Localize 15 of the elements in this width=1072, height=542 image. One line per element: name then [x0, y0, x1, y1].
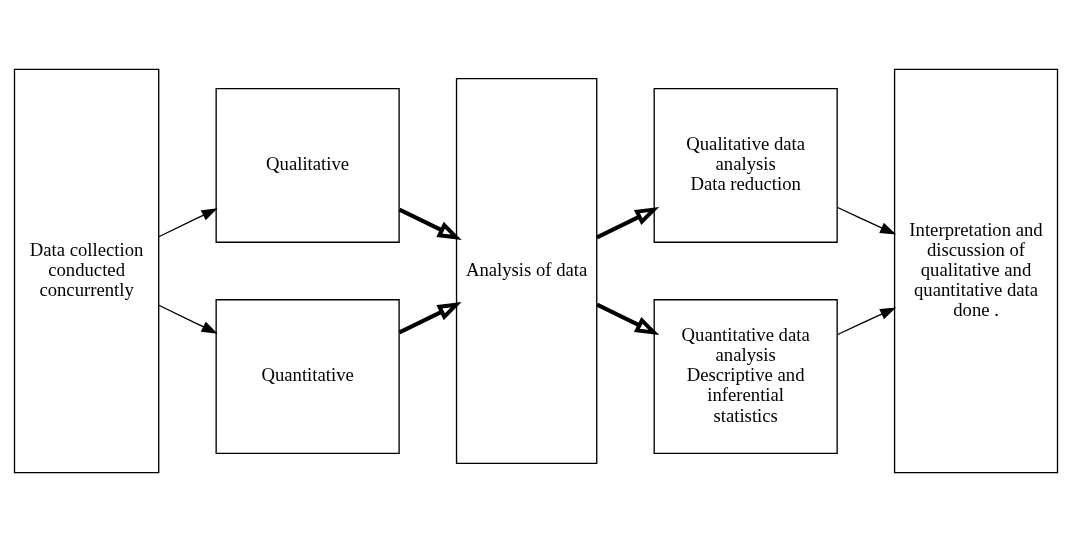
- node-box: Quantitative: [215, 299, 400, 454]
- arrow: [596, 302, 660, 336]
- node-box: Qualitative: [215, 88, 400, 243]
- arrow: [837, 206, 897, 235]
- node-box: Interpretation and discussion of qualitative and quantitative data done .: [893, 68, 1059, 474]
- node-box: Analysis of data: [455, 78, 598, 464]
- arrow: [596, 206, 660, 240]
- node-box: Qualitative data analysis Data reduction: [653, 88, 838, 243]
- arrow: [837, 307, 897, 336]
- arrow: [158, 304, 218, 334]
- node-box: Data collection conducted concurrently: [13, 68, 160, 474]
- node-box: Quantitative data analysis Descriptive and inferential statistics: [653, 299, 838, 454]
- arrow: [158, 208, 218, 238]
- arrow: [398, 302, 462, 335]
- arrow: [398, 207, 462, 240]
